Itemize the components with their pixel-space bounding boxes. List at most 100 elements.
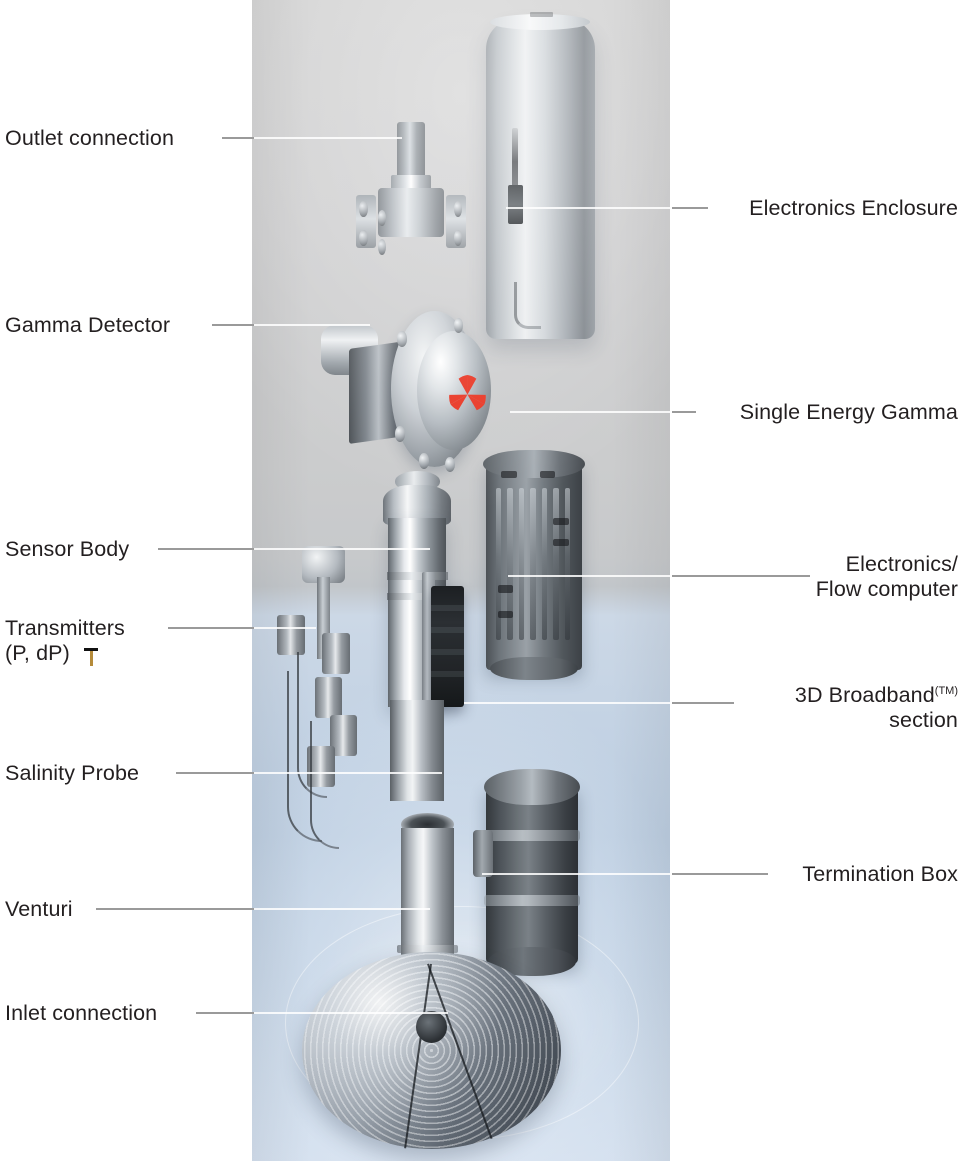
- outlet-bolt: [378, 209, 387, 226]
- inlet-perforated-dome: [302, 952, 562, 1150]
- leader-line-inner-gamma-symbol: [510, 411, 670, 413]
- broadband-rib: [430, 605, 465, 612]
- component-3d-broadband-section: [430, 585, 465, 708]
- flow-computer-fin: [518, 488, 525, 641]
- label-electronics-enclosure: Electronics Enclosure: [749, 196, 958, 220]
- outlet-bolt: [454, 230, 463, 247]
- label-electronics-flow-computer: Electronics/ Flow computer: [815, 552, 958, 601]
- sensor-lower-barrel: [390, 700, 445, 802]
- enclosure-cap: [490, 14, 591, 31]
- enclosure-port: [507, 185, 524, 224]
- outlet-bolt: [378, 238, 387, 255]
- impulse-tube: [309, 721, 340, 849]
- leader-line-sensor-body: [158, 548, 254, 550]
- gamma-bolt: [397, 331, 407, 347]
- label-3d-broadband-second-line: section: [889, 708, 958, 733]
- leader-line-inner-inlet: [252, 1012, 448, 1014]
- leader-line-transmitters: [168, 627, 254, 629]
- sensor-band: [386, 592, 448, 600]
- leader-line-inner-broadband: [464, 702, 670, 704]
- flow-computer-vent: [553, 517, 569, 525]
- label-inlet-connection: Inlet connection: [5, 1001, 158, 1025]
- leader-line-gamma-detector: [212, 324, 254, 326]
- enclosure-slot: [512, 127, 518, 224]
- label-sensor-body: Sensor Body: [5, 537, 130, 561]
- transmitter-head: [302, 545, 345, 584]
- flow-computer-top-flange: [483, 450, 586, 478]
- flow-computer-fin: [541, 488, 548, 641]
- sensor-shoulder: [383, 484, 451, 526]
- leader-line-inlet-connection: [196, 1012, 254, 1014]
- transmitter-block: [322, 633, 350, 675]
- flow-computer-fin: [564, 488, 571, 641]
- broadband-rib: [430, 627, 465, 634]
- label-3d-broadband-section: 3D Broadband(TM) section: [716, 679, 958, 733]
- leader-line-electronics-flow-computer: [672, 575, 810, 577]
- label-transmitters: Transmitters (P, dP): [5, 616, 125, 665]
- leader-line-inner-enclosure: [506, 207, 670, 209]
- outlet-bolt: [454, 200, 463, 217]
- label-3d-broadband-text: 3D Broadband: [794, 683, 935, 708]
- leader-line-salinity-probe: [176, 772, 254, 774]
- label-outlet-connection: Outlet connection: [5, 126, 175, 150]
- label-3d-broadband-superscript: (TM): [934, 685, 958, 697]
- flow-computer-base: [489, 657, 579, 681]
- outlet-bolt: [359, 200, 368, 217]
- flow-computer-vent: [497, 610, 513, 618]
- leader-line-3d-broadband-section: [672, 702, 734, 704]
- label-termination-box: Termination Box: [802, 862, 958, 886]
- radiation-trefoil-icon: [449, 374, 487, 410]
- flow-computer-vent: [553, 538, 569, 547]
- label-single-energy-gamma: Single Energy Gamma: [739, 400, 958, 424]
- device-image-panel: [252, 0, 670, 1161]
- gamma-bolt: [453, 317, 464, 334]
- leader-line-venturi: [96, 908, 254, 910]
- stray-t-mark: [84, 648, 98, 666]
- flow-computer-fin: [553, 488, 559, 641]
- leader-line-inner-termination: [482, 873, 670, 875]
- label-salinity-probe: Salinity Probe: [5, 761, 140, 785]
- component-electronics-enclosure: [486, 11, 595, 339]
- leader-line-inner-flow-computer: [508, 575, 670, 577]
- gamma-dome: [416, 331, 491, 451]
- venturi-ring: [397, 945, 458, 954]
- sensor-band: [386, 572, 448, 580]
- leader-line-inner-outlet: [252, 137, 402, 139]
- enclosure-nameplate: [529, 11, 554, 17]
- cable-gland: [473, 830, 494, 878]
- flow-computer-fin: [507, 488, 513, 641]
- outlet-collar: [390, 174, 431, 191]
- leader-line-inner-sensor-body: [252, 548, 430, 550]
- component-transmitters-cluster: [265, 545, 390, 859]
- gamma-bolt: [444, 456, 455, 473]
- termination-box-ring: [484, 895, 580, 907]
- termination-box-lid: [484, 769, 580, 806]
- leader-line-electronics-enclosure: [672, 207, 708, 209]
- termination-box-ring: [484, 830, 580, 842]
- flow-computer-vent: [497, 585, 513, 593]
- leader-line-inner-salinity: [252, 772, 442, 774]
- label-venturi: Venturi: [5, 897, 73, 921]
- broadband-rib: [430, 670, 465, 677]
- leader-line-termination-box: [672, 873, 768, 875]
- leader-line-outlet-connection: [222, 137, 254, 139]
- component-electronics-flow-computer: [483, 450, 586, 681]
- leader-line-inner-venturi: [252, 908, 430, 910]
- gamma-bolt: [394, 426, 405, 442]
- outlet-bolt: [359, 230, 368, 247]
- transmitter-block: [277, 614, 305, 656]
- leader-line-inner-transmitters: [252, 627, 316, 629]
- label-gamma-detector: Gamma Detector: [5, 313, 171, 337]
- gamma-bolt: [418, 453, 429, 469]
- broadband-rib: [430, 648, 465, 655]
- inlet-hub: [416, 1011, 448, 1043]
- leader-line-inner-gamma: [252, 324, 370, 326]
- outlet-body: [378, 187, 444, 238]
- enclosure-hook: [514, 281, 542, 330]
- leader-line-single-energy-gamma: [672, 411, 696, 413]
- flow-computer-fin: [530, 488, 536, 641]
- flow-computer-fin: [495, 488, 501, 641]
- outlet-neck: [396, 121, 425, 181]
- component-inlet-connection: [302, 952, 562, 1150]
